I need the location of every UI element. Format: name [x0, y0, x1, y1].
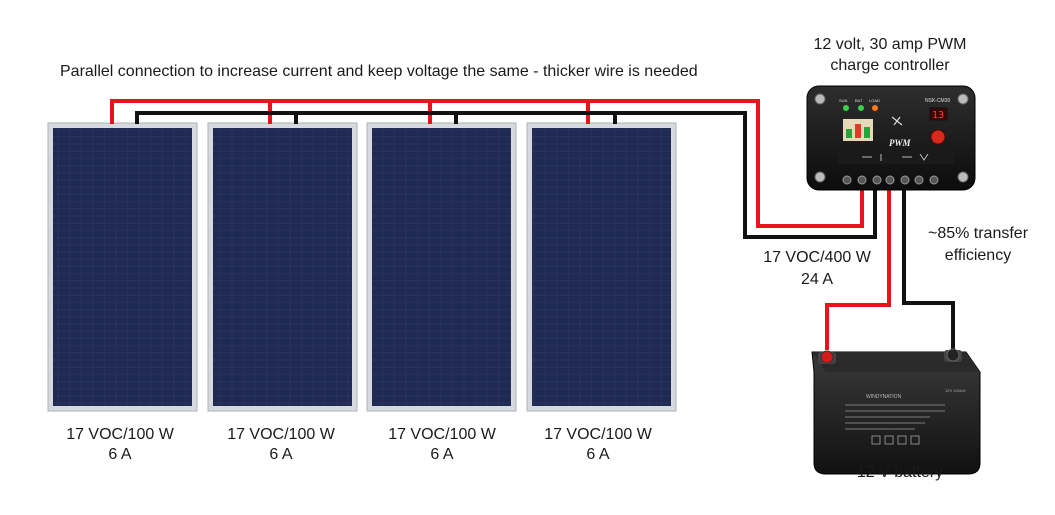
controller-terminal-screws: [842, 175, 939, 185]
controller-model: NSK-CM30: [925, 98, 951, 104]
panel-3-current: 6 A: [430, 446, 454, 463]
panel-3-voltage-power: 17 VOC/100 W: [388, 426, 496, 443]
panel-4-voltage-power: 17 VOC/100 W: [544, 426, 652, 443]
battery-indicator-icon: [858, 105, 864, 111]
panel-1-voltage-power: 17 VOC/100 W: [66, 426, 174, 443]
load-indicator-icon: [872, 105, 878, 111]
controller-brand: PWM: [889, 138, 912, 148]
efficiency-line1: ~85% transfer: [927, 225, 1029, 242]
negative-wire: [135, 111, 955, 350]
battery-spec: 12V 100AH: [945, 388, 966, 393]
controller-display: 13: [932, 110, 944, 121]
solar-panel-3: [366, 122, 517, 412]
battery-brand: WINDYNATION: [866, 394, 902, 400]
sun-symbol-icon: [891, 116, 903, 126]
panel-4-current: 6 A: [586, 446, 610, 463]
controller-label-line1: 12 volt, 30 amp PWM: [813, 36, 967, 53]
combined-voltage-power: 17 VOC/400 W: [763, 249, 871, 266]
indicator-label-bat: BAT: [855, 98, 863, 103]
battery-negative-terminal-icon: [946, 348, 960, 362]
combined-current: 24 A: [800, 271, 834, 288]
indicator-label-load: LOAD: [869, 98, 880, 103]
controller-label-line2: charge controller: [830, 57, 950, 74]
controller-button-icon: [930, 129, 946, 145]
panel-1-current: 6 A: [108, 446, 132, 463]
solar-panel-2: [207, 122, 358, 412]
panel-2-current: 6 A: [269, 446, 293, 463]
solar-panel-1: [47, 122, 198, 412]
positive-wire: [110, 99, 891, 350]
charge-controller: SUN BAT LOAD PWM NSK-CM30 13: [806, 85, 976, 191]
battery: WINDYNATION 12V 100AH: [811, 348, 981, 475]
terminal-symbols-icon: [862, 153, 929, 161]
efficiency-line2: efficiency: [944, 247, 1012, 264]
sun-indicator-icon: [843, 105, 849, 111]
battery-label: 12 V battery: [856, 464, 944, 481]
diagram-caption: Parallel connection to increase current …: [60, 63, 698, 80]
panel-2-voltage-power: 17 VOC/100 W: [227, 426, 335, 443]
battery-positive-terminal-icon: [820, 350, 834, 364]
solar-panel-4: [526, 122, 677, 412]
indicator-label-sun: SUN: [839, 98, 848, 103]
